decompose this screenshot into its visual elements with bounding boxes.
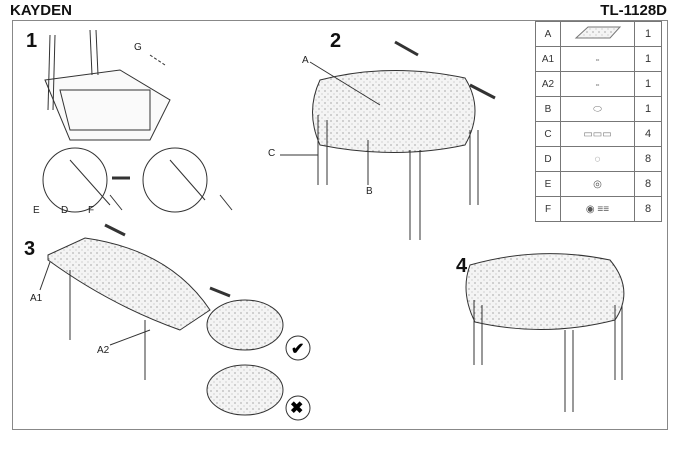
cross-icon: ✖ bbox=[290, 400, 304, 417]
frame-icon: ⬭ bbox=[560, 96, 635, 122]
label-a2: A2 bbox=[97, 345, 110, 356]
diagram-frame bbox=[12, 20, 668, 430]
step-number: 2 bbox=[330, 30, 342, 52]
model-code: TL-1128D bbox=[600, 2, 667, 19]
table-row: D◌8 bbox=[535, 146, 662, 172]
part-quantity: 1 bbox=[634, 46, 662, 72]
bolt-icon: ◉ ≡≡ bbox=[560, 196, 635, 222]
spring-washer-icon: ◌ bbox=[560, 146, 635, 172]
part-id: D bbox=[535, 146, 561, 172]
part-id: A2 bbox=[535, 71, 561, 97]
step3-drawing bbox=[39, 223, 311, 421]
table-row: A2▭1 bbox=[535, 71, 662, 97]
label-a: A bbox=[302, 55, 309, 66]
label-d: D bbox=[61, 205, 69, 216]
leg-icon: ▭▭▭ bbox=[560, 121, 635, 147]
label-b: B bbox=[366, 186, 373, 197]
step-number: 4 bbox=[456, 255, 468, 277]
label-a1: A1 bbox=[30, 293, 43, 304]
label-c: C bbox=[268, 148, 276, 159]
table-row: C▭▭▭4 bbox=[535, 121, 662, 147]
tabletop-icon bbox=[560, 21, 635, 47]
part-id: A1 bbox=[535, 46, 561, 72]
table-row: F◉ ≡≡8 bbox=[535, 196, 662, 222]
part-id: F bbox=[535, 196, 561, 222]
step-number: 3 bbox=[24, 238, 36, 260]
extension-leaf-icon: ▭ bbox=[560, 71, 635, 97]
model-name: KAYDEN bbox=[10, 2, 72, 19]
extension-leaf-icon: ▭ bbox=[560, 46, 635, 72]
part-id: B bbox=[535, 96, 561, 122]
washer-icon: ◎ bbox=[560, 171, 635, 197]
part-id: A bbox=[535, 21, 561, 47]
label-e: E bbox=[33, 205, 40, 216]
step2-drawing bbox=[280, 40, 496, 240]
table-row: A1▭1 bbox=[535, 46, 662, 72]
step4-drawing bbox=[465, 253, 625, 412]
part-quantity: 4 bbox=[634, 121, 662, 147]
part-quantity: 8 bbox=[634, 171, 662, 197]
part-quantity: 8 bbox=[634, 146, 662, 172]
part-quantity: 1 bbox=[634, 21, 662, 47]
part-quantity: 1 bbox=[634, 71, 662, 97]
part-id: E bbox=[535, 171, 561, 197]
step1-drawing bbox=[42, 29, 233, 213]
label-f: F bbox=[88, 205, 95, 216]
part-quantity: 1 bbox=[634, 96, 662, 122]
table-row: E◎8 bbox=[535, 171, 662, 197]
step-number: 1 bbox=[26, 30, 38, 52]
part-id: C bbox=[535, 121, 561, 147]
part-quantity: 8 bbox=[634, 196, 662, 222]
check-icon: ✔ bbox=[291, 341, 305, 358]
table-row: B⬭1 bbox=[535, 96, 662, 122]
label-g: G bbox=[134, 42, 142, 53]
